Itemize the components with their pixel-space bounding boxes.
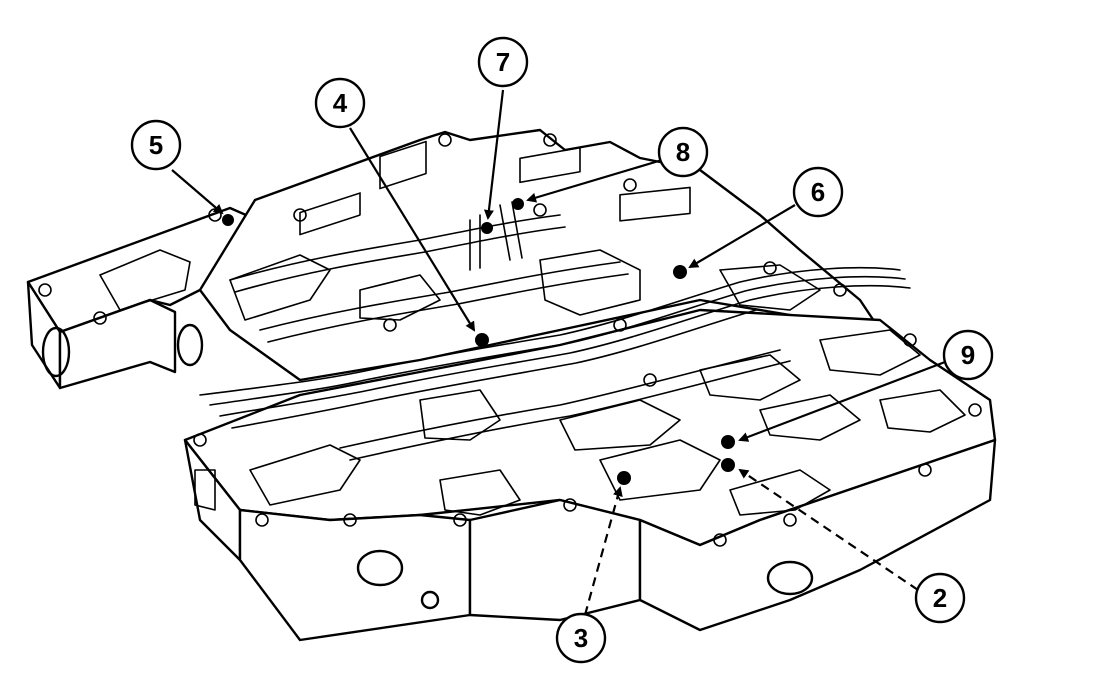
callout-9-label: 9 — [961, 340, 975, 370]
callout-3: 3 — [555, 612, 607, 664]
check-ball-9 — [721, 435, 735, 449]
callout-2-label: 2 — [933, 583, 947, 613]
check-ball-5 — [222, 214, 234, 226]
callouts: 5 4 7 8 6 9 2 3 — [130, 36, 994, 664]
callout-7-label: 7 — [496, 47, 510, 77]
leader-3 — [583, 486, 623, 616]
leader-8 — [526, 158, 663, 203]
callout-3-label: 3 — [574, 623, 588, 653]
check-ball-8 — [512, 198, 524, 210]
check-balls — [222, 198, 735, 485]
oil-channels — [199, 201, 911, 461]
lower-pockets — [194, 329, 966, 516]
leader-5 — [171, 169, 224, 215]
callout-4: 4 — [314, 77, 366, 129]
check-ball-7 — [481, 222, 493, 234]
valve-body-casting — [26, 128, 997, 642]
callout-8: 8 — [657, 126, 709, 178]
leader-7 — [483, 89, 505, 220]
leader-lines — [171, 89, 946, 616]
check-ball-6 — [673, 265, 687, 279]
upper-pockets — [99, 140, 821, 321]
callout-2: 2 — [914, 572, 966, 624]
callout-6-label: 6 — [811, 177, 825, 207]
callout-7: 7 — [477, 36, 529, 88]
callout-9: 9 — [942, 329, 994, 381]
check-ball-4 — [475, 333, 489, 347]
leader-4 — [349, 127, 476, 332]
bolt-holes — [38, 133, 982, 547]
check-ball-2 — [721, 458, 735, 472]
leader-9 — [738, 360, 946, 442]
leader-2 — [738, 468, 919, 591]
callout-4-label: 4 — [333, 88, 348, 118]
leader-6 — [688, 204, 796, 269]
callout-5-label: 5 — [149, 130, 163, 160]
callout-8-label: 8 — [676, 137, 690, 167]
callout-5: 5 — [130, 119, 182, 171]
callout-6: 6 — [792, 166, 844, 218]
check-ball-3 — [617, 471, 631, 485]
